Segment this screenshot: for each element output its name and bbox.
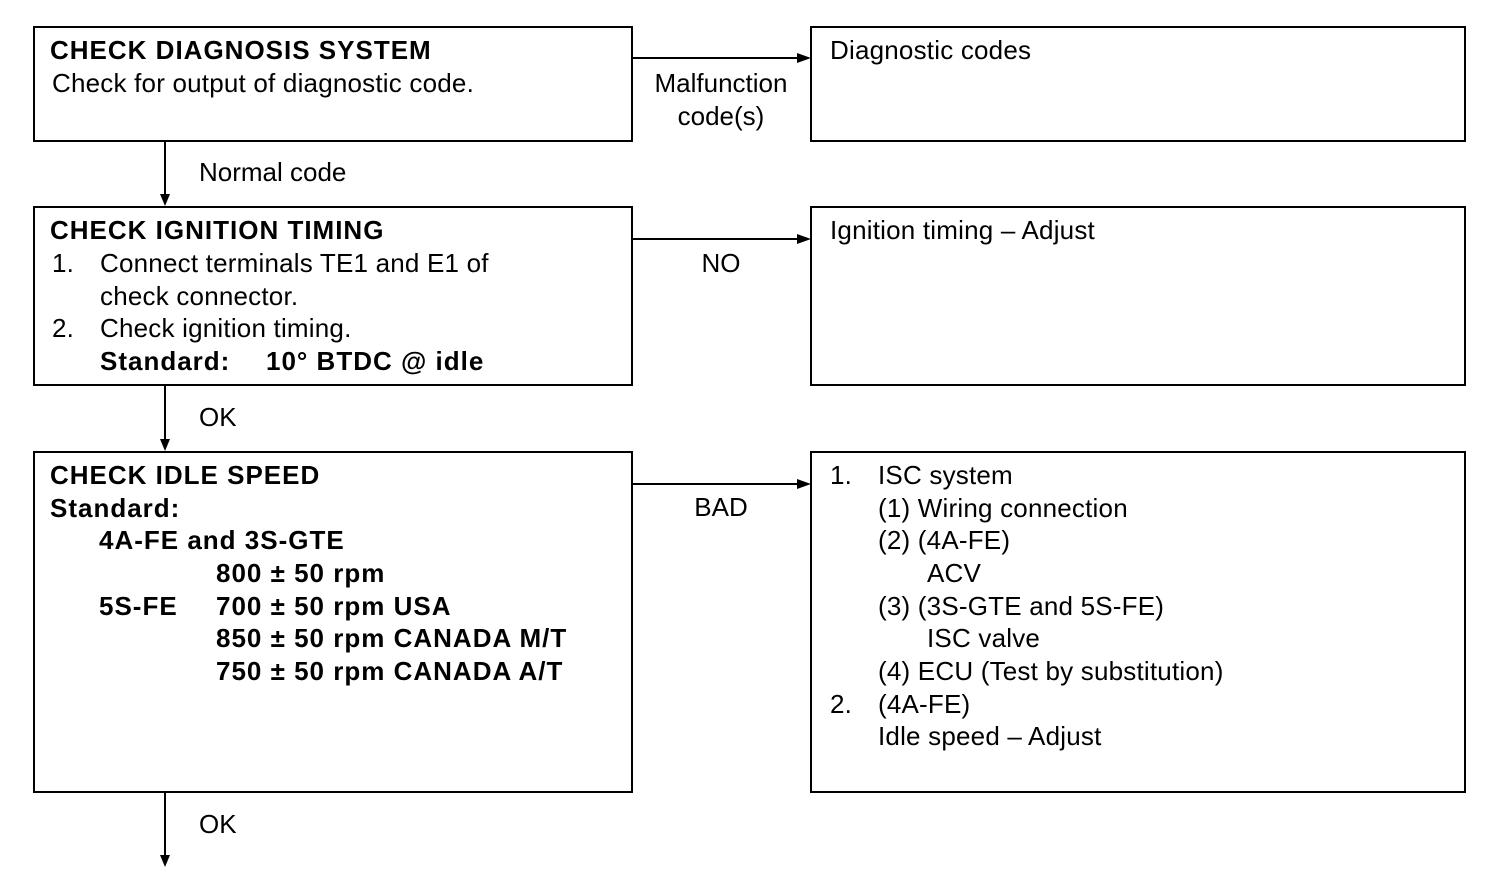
result-isc-sub2-detail: ACV — [927, 558, 982, 588]
arrowhead-right-1 — [797, 53, 811, 63]
result-isc-item2-line1: (4A-FE) — [878, 689, 971, 719]
result-ignition-timing-adjust-box — [810, 206, 1466, 386]
step-check-ignition-timing-box — [33, 206, 633, 386]
arrowhead-down-2 — [160, 439, 170, 451]
step3-engine1-spec: 800 ± 50 rpm — [216, 558, 386, 588]
step-check-diagnosis-box — [33, 26, 633, 142]
step3-engine2-spec-usa: 700 ± 50 rpm USA — [216, 591, 452, 621]
step2-standard-label: Standard: — [100, 346, 231, 376]
step3-engine1: 4A-FE and 3S-GTE — [99, 525, 345, 555]
result-isc-sub2: (2) (4A-FE) — [878, 525, 1011, 555]
step3-standard-label: Standard: — [50, 493, 181, 523]
step2-item2-line1: Check ignition timing. — [100, 313, 352, 343]
step-check-idle-speed-title: CHECK IDLE SPEED — [50, 460, 321, 490]
flow-ok-label-1: OK — [199, 402, 237, 432]
result-isc-system-box — [810, 451, 1466, 793]
step2-standard-value: 10° BTDC @ idle — [266, 346, 485, 376]
result-isc-sub3-detail: ISC valve — [927, 623, 1041, 653]
flow-normal-code-label: Normal code — [199, 157, 347, 187]
result-diagnostic-codes-text: Diagnostic codes — [830, 35, 1032, 65]
result-isc-item2-line2: Idle speed – Adjust — [878, 721, 1102, 751]
step3-engine2: 5S-FE — [99, 591, 178, 621]
arrowhead-down-1 — [160, 194, 170, 206]
result-isc-sub1: (1) Wiring connection — [878, 493, 1128, 523]
step-check-ignition-timing-title: CHECK IGNITION TIMING — [50, 215, 385, 245]
arrowhead-right-3 — [797, 479, 811, 489]
branch-bad-label: BAD — [694, 492, 748, 522]
step2-item1-num: 1. — [52, 248, 75, 278]
arrowhead-right-2 — [797, 234, 811, 244]
step3-engine2-spec-canada-at: 750 ± 50 rpm CANADA A/T — [216, 656, 564, 686]
arrowhead-down-3 — [160, 855, 170, 867]
step2-item1-line2: check connector. — [100, 281, 299, 311]
result-isc-sub3: (3) (3S-GTE and 5S-FE) — [878, 591, 1165, 621]
result-isc-num2: 2. — [830, 689, 853, 719]
result-isc-num1: 1. — [830, 460, 853, 490]
branch-malfunction-label-line2: code(s) — [677, 101, 765, 131]
step-check-diagnosis-title: CHECK DIAGNOSIS SYSTEM — [50, 35, 432, 65]
step-check-idle-speed-box — [33, 451, 633, 793]
result-ignition-timing-adjust-text: Ignition timing – Adjust — [830, 215, 1095, 245]
flow-ok-label-2: OK — [199, 809, 237, 839]
result-diagnostic-codes-box — [810, 26, 1466, 142]
branch-no-label: NO — [701, 248, 741, 278]
step3-engine2-spec-canada-mt: 850 ± 50 rpm CANADA M/T — [216, 623, 568, 653]
step2-item1-line1: Connect terminals TE1 and E1 of — [100, 248, 489, 278]
branch-malfunction-label-line1: Malfunction — [654, 68, 788, 98]
result-isc-item1: ISC system — [878, 460, 1013, 490]
step-check-diagnosis-text: Check for output of diagnostic code. — [52, 68, 475, 98]
step2-item2-num: 2. — [52, 313, 75, 343]
result-isc-sub4: (4) ECU (Test by substitution) — [878, 656, 1224, 686]
